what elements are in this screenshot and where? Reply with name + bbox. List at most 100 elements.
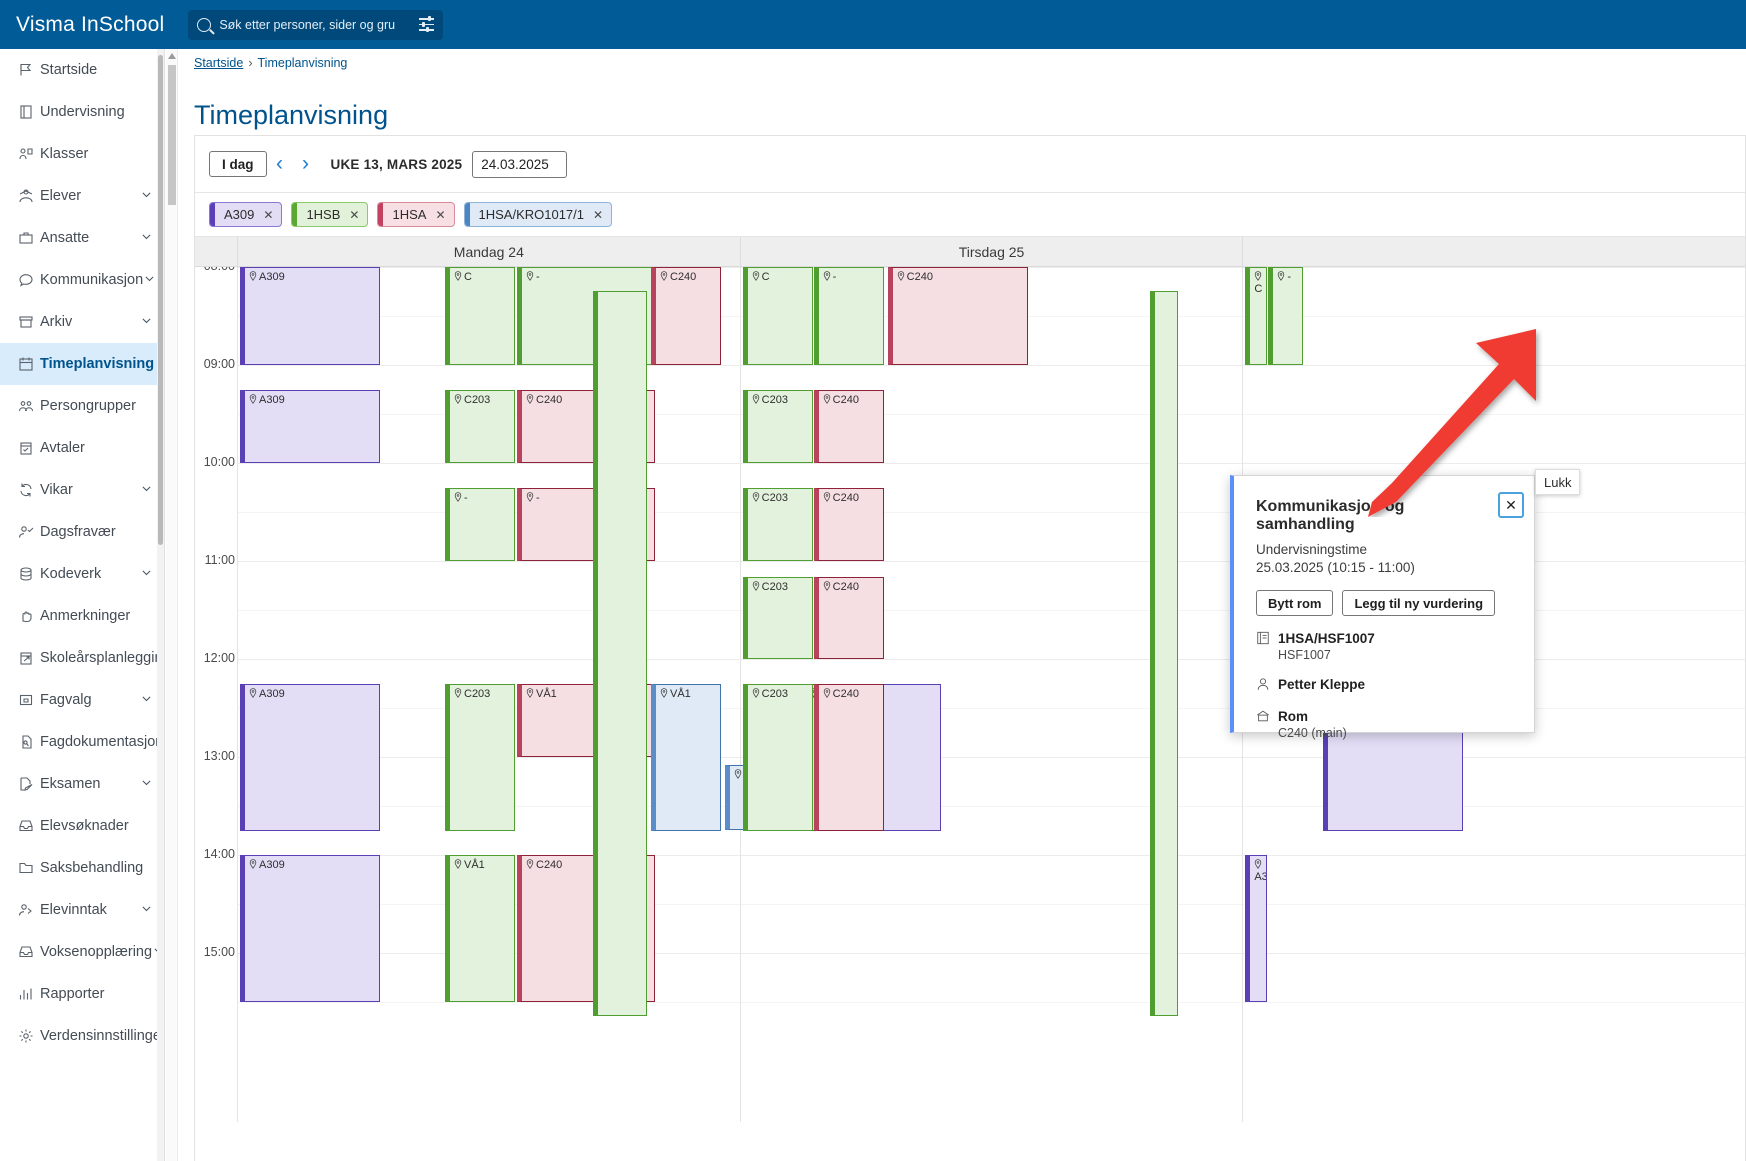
calendar-event[interactable]: VÅ1 xyxy=(445,855,515,1002)
next-week-button[interactable]: › xyxy=(302,152,310,175)
sidebar-item-voksenoppl-ring[interactable]: Voksenopplæring xyxy=(0,931,164,973)
sidebar-item-ansatte[interactable]: Ansatte xyxy=(0,217,164,259)
sidebar-item-kodeverk[interactable]: Kodeverk xyxy=(0,553,164,595)
calendar-event[interactable]: C xyxy=(1245,267,1268,365)
calendar-event[interactable]: A309 xyxy=(240,389,380,463)
breadcrumb-home[interactable]: Startside xyxy=(194,56,244,70)
sidebar-item-saksbehandling[interactable]: Saksbehandling xyxy=(0,847,164,889)
chevron-down-icon[interactable] xyxy=(140,692,154,709)
sidebar-item-rapporter[interactable]: Rapporter xyxy=(0,973,164,1015)
filter-chip-a309[interactable]: A309✕ xyxy=(209,202,283,227)
sidebar-item-startside[interactable]: Startside xyxy=(0,49,164,91)
calendar-event[interactable]: A309 xyxy=(1245,855,1268,1002)
sidebar-item-avtaler[interactable]: Avtaler xyxy=(0,427,164,469)
sidebar-item-undervisning[interactable]: Undervisning xyxy=(0,91,164,133)
sidebar-scrollbar-thumb[interactable] xyxy=(158,55,163,545)
sidebar-item-fagvalg[interactable]: Fagvalg xyxy=(0,679,164,721)
location-pin-icon xyxy=(249,687,257,698)
chevron-down-icon[interactable] xyxy=(140,776,154,793)
calendar-event-long[interactable] xyxy=(1150,291,1178,1016)
calendar-event[interactable]: C240 xyxy=(887,267,1028,365)
calendar-event[interactable]: C240 xyxy=(651,267,721,365)
sidebar-item-elevs-knader[interactable]: Elevsøknader xyxy=(0,805,164,847)
calendar-event[interactable]: - xyxy=(1268,267,1304,365)
sidebar-item-verdensinnstillinger[interactable]: Verdensinnstillinger xyxy=(0,1015,164,1057)
close-icon[interactable]: ✕ xyxy=(1498,492,1524,518)
calendar-event[interactable]: C240 xyxy=(813,683,884,831)
calendar-event[interactable]: C203 xyxy=(445,683,515,831)
calendar-grid[interactable]: 08:0009:0010:0011:0012:0013:0014:0015:00… xyxy=(195,267,1745,1122)
sidebar-item-persongrupper[interactable]: Persongrupper xyxy=(0,385,164,427)
calendar-event[interactable]: - xyxy=(813,267,884,365)
calendar-event[interactable]: C xyxy=(742,267,813,365)
calendar-event[interactable]: - xyxy=(445,487,515,561)
chevron-down-icon[interactable] xyxy=(140,314,154,331)
search-input[interactable]: Søk etter personer, sider og gru xyxy=(219,17,396,32)
half-hour-gridline xyxy=(237,708,1745,709)
filter-chip-1hsa-kro1017-1[interactable]: 1HSA/KRO1017/1✕ xyxy=(463,202,613,227)
calendar-event[interactable]: C xyxy=(445,267,515,365)
calendar-event-long[interactable] xyxy=(593,291,647,1016)
calendar-event[interactable]: A309 xyxy=(240,267,380,365)
prev-week-button[interactable]: ‹ xyxy=(276,152,284,175)
bar-chart-icon xyxy=(18,986,40,1002)
scroll-up-arrow-icon[interactable] xyxy=(168,53,176,59)
calendar-event[interactable]: VÅ1 xyxy=(651,683,721,831)
location-pin-icon xyxy=(1254,859,1262,869)
today-button[interactable]: I dag xyxy=(209,151,267,177)
sidebar-item-dagsfrav-r[interactable]: Dagsfravær xyxy=(0,511,164,553)
sidebar-item-anmerkninger[interactable]: Anmerkninger xyxy=(0,595,164,637)
filter-chip-1hsa[interactable]: 1HSA✕ xyxy=(377,202,455,227)
sidebar-scrollbar[interactable] xyxy=(157,49,164,1161)
date-input[interactable] xyxy=(472,150,568,178)
hour-label-1300: 13:00 xyxy=(203,749,235,763)
chevron-down-icon[interactable] xyxy=(140,230,154,247)
sliders-icon[interactable] xyxy=(419,16,435,32)
calendar-event[interactable]: C240 xyxy=(813,487,884,561)
calendar-event[interactable]: C203 xyxy=(742,389,813,463)
close-icon[interactable]: ✕ xyxy=(349,207,360,222)
add-assessment-button[interactable]: Legg til ny vurdering xyxy=(1342,590,1496,616)
chevron-down-icon[interactable] xyxy=(140,188,154,205)
sidebar-item-vikar[interactable]: Vikar xyxy=(0,469,164,511)
calendar-event[interactable]: C240 xyxy=(813,577,884,659)
sidebar-item-label: Kommunikasjon xyxy=(40,272,144,288)
sidebar-item-eksamen[interactable]: Eksamen xyxy=(0,763,164,805)
sidebar-item-kommunikasjon[interactable]: Kommunikasjon xyxy=(0,259,164,301)
sidebar-item-elever[interactable]: Elever xyxy=(0,175,164,217)
sidebar-item-elevinntak[interactable]: Elevinntak xyxy=(0,889,164,931)
page-scrollbar-thumb[interactable] xyxy=(168,65,176,205)
sidebar-item-fagdokumentasjon[interactable]: Fagdokumentasjon xyxy=(0,721,164,763)
calendar-event[interactable]: C240 xyxy=(813,389,884,463)
sidebar-item-klasser[interactable]: Klasser xyxy=(0,133,164,175)
sidebar-item-skole-rsplanlegging[interactable]: Skoleårsplanlegging xyxy=(0,637,164,679)
location-pin-icon xyxy=(454,271,462,281)
calendar-event[interactable]: C203 xyxy=(742,487,813,561)
database-icon xyxy=(18,566,40,582)
sidebar-item-timeplanvisning[interactable]: Timeplanvisning xyxy=(0,343,164,385)
calendar-event[interactable]: A309 xyxy=(240,683,380,831)
chevron-down-icon[interactable] xyxy=(143,272,157,289)
half-hour-gridline xyxy=(237,414,1745,415)
location-pin-icon xyxy=(823,393,830,404)
chevron-down-icon[interactable] xyxy=(140,566,154,583)
close-icon[interactable]: ✕ xyxy=(263,207,274,222)
close-icon[interactable]: ✕ xyxy=(593,207,604,222)
filter-chip-1hsb[interactable]: 1HSB✕ xyxy=(291,202,369,227)
change-room-button[interactable]: Bytt rom xyxy=(1256,590,1334,616)
calendar-event[interactable]: A309 xyxy=(240,855,380,1002)
chevron-down-icon[interactable] xyxy=(140,482,154,499)
chevron-down-icon[interactable] xyxy=(140,902,154,919)
calendar-icon xyxy=(18,356,40,372)
sidebar-item-arkiv[interactable]: Arkiv xyxy=(0,301,164,343)
event-room: - xyxy=(536,271,540,283)
hour-label-1400: 14:00 xyxy=(203,847,235,861)
location-pin-icon xyxy=(752,393,759,404)
calendar-event[interactable]: C203 xyxy=(742,577,813,659)
calendar-event[interactable]: C203 xyxy=(742,683,813,831)
close-icon[interactable]: ✕ xyxy=(435,207,446,222)
event-room: C203 xyxy=(761,393,788,406)
global-search[interactable]: Søk etter personer, sider og gru xyxy=(188,9,444,40)
page-scrollbar[interactable] xyxy=(166,49,178,1161)
calendar-event[interactable]: C203 xyxy=(445,389,515,463)
